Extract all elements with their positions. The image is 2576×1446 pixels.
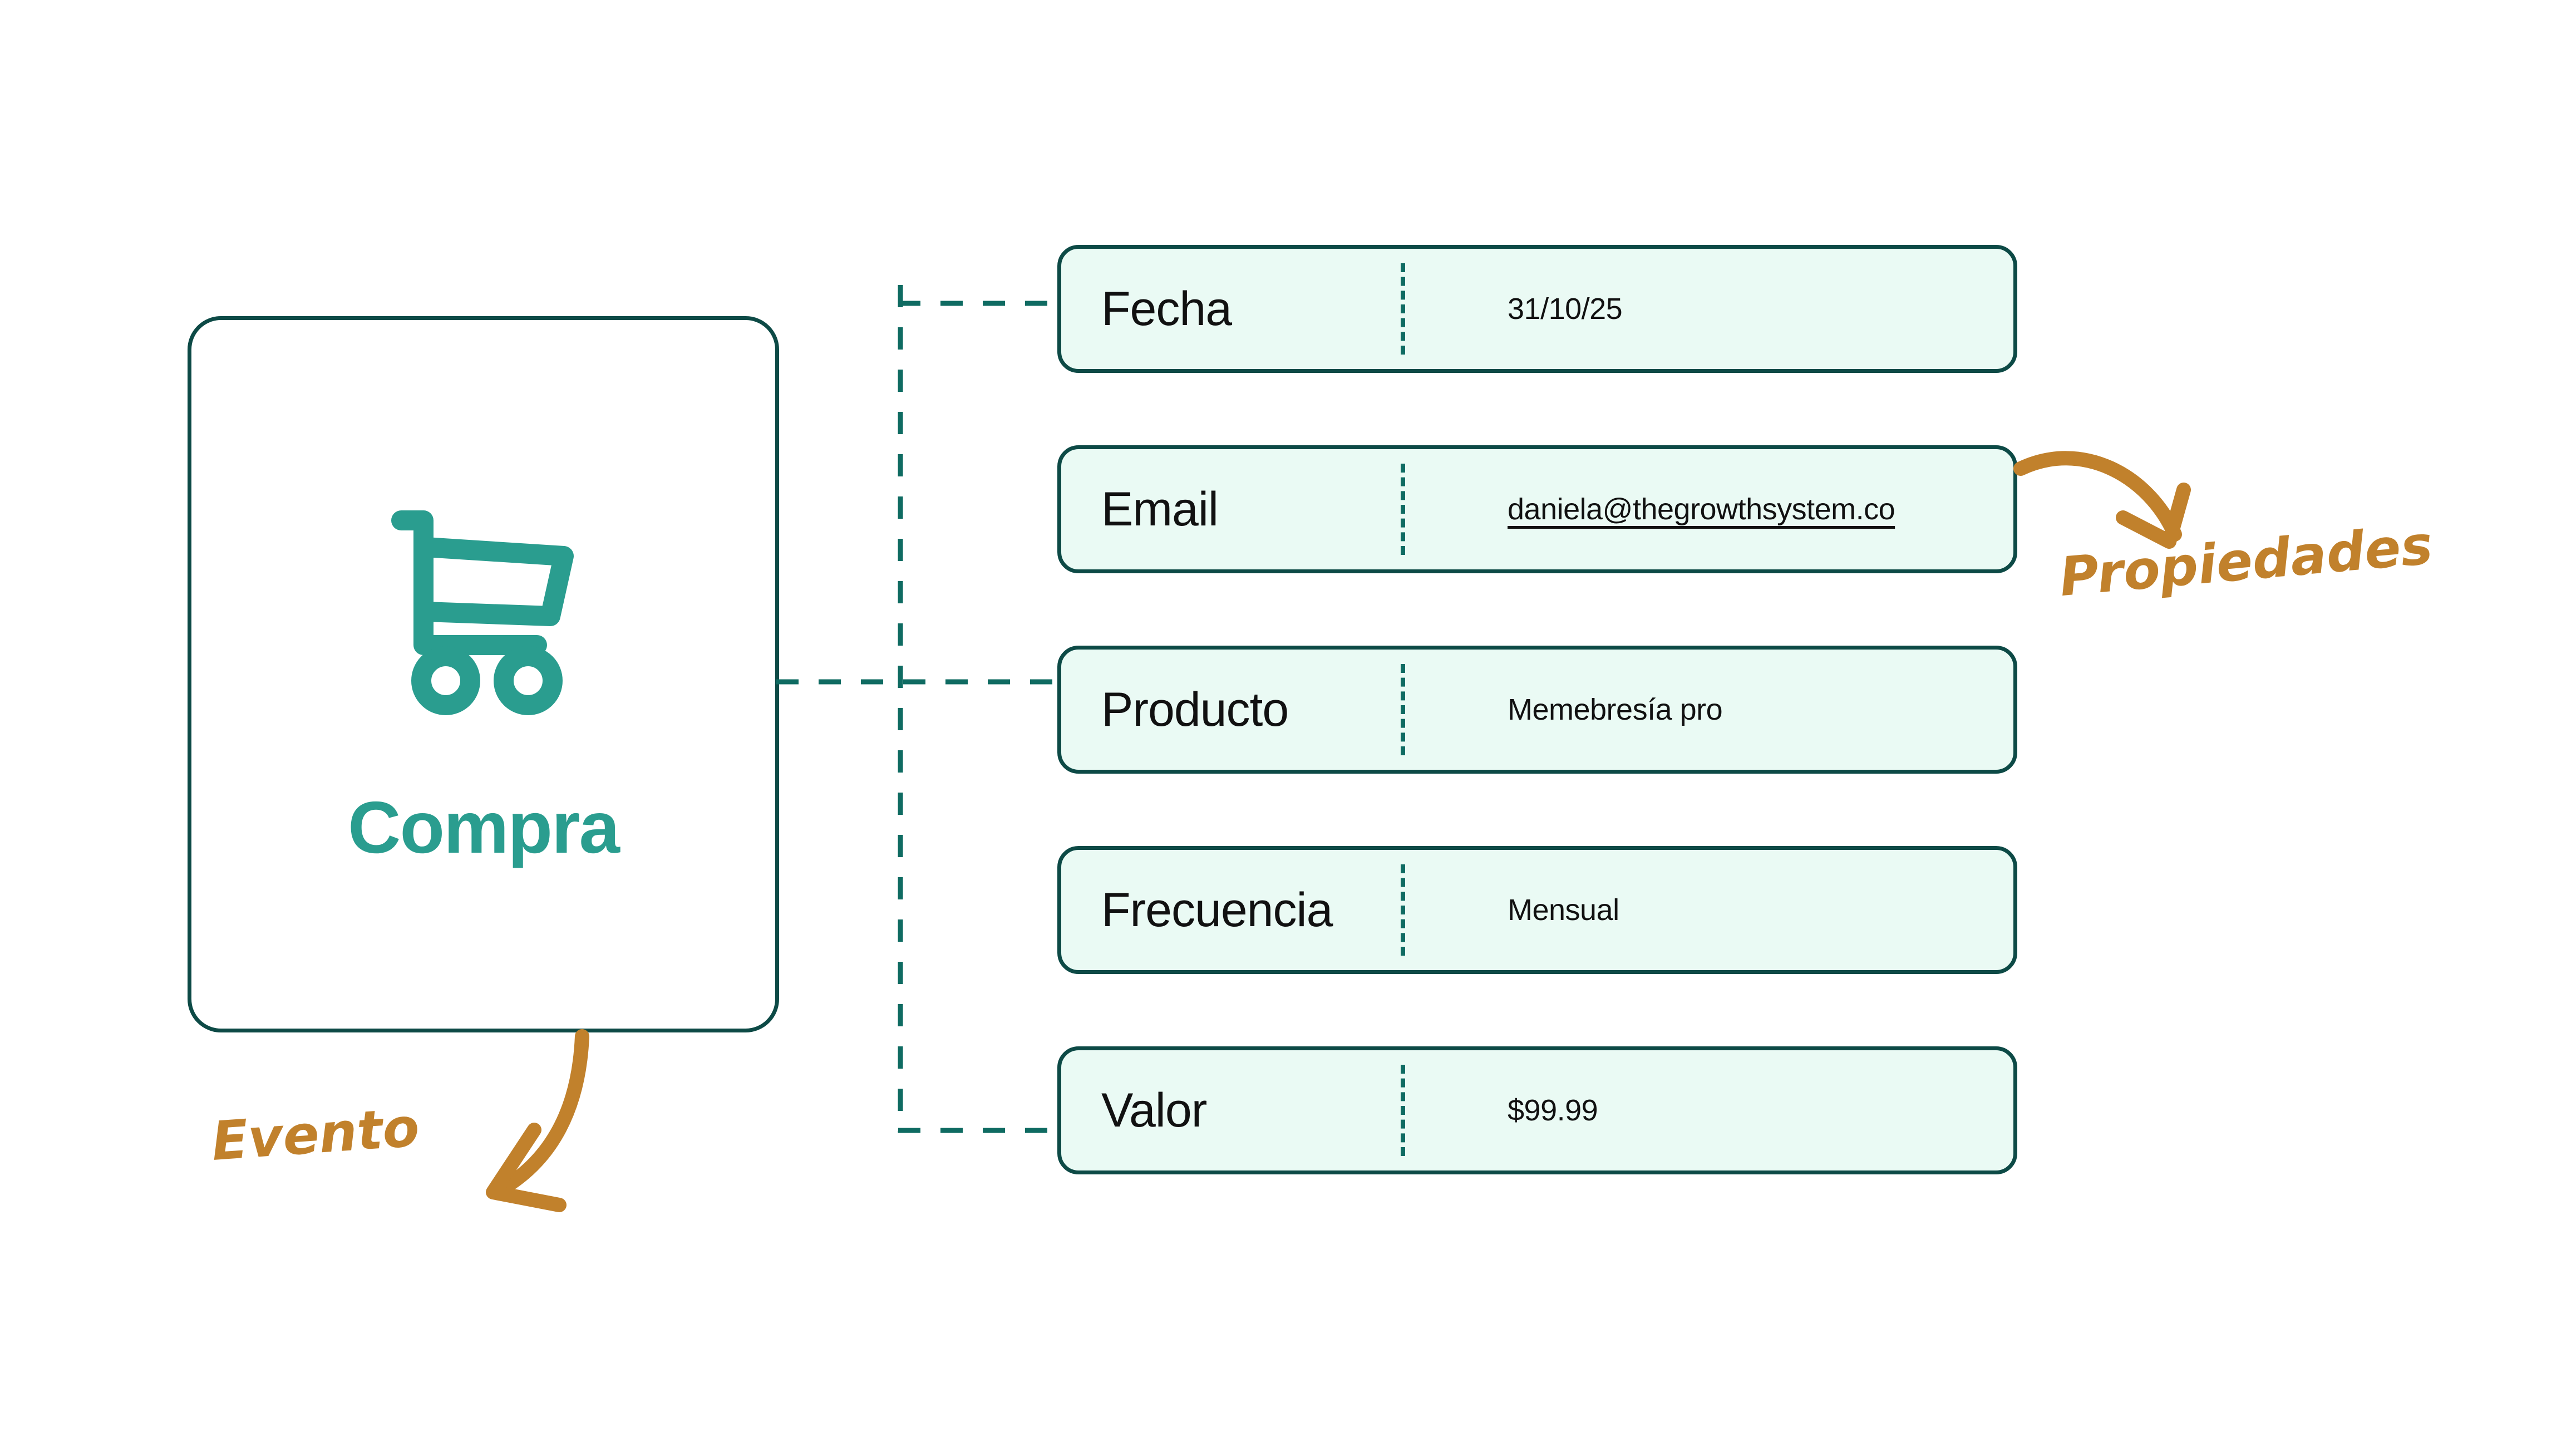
- property-divider: [1401, 1065, 1405, 1156]
- property-key: Frecuencia: [1101, 883, 1333, 937]
- property-row-producto[interactable]: Producto Memebresía pro: [1057, 646, 2017, 774]
- propiedades-arrow: [2013, 451, 2182, 542]
- property-row-valor[interactable]: Valor $99.99: [1057, 1046, 2017, 1174]
- evento-annotation-label: Evento: [209, 1096, 421, 1173]
- property-key: Email: [1101, 482, 1219, 536]
- property-list: Fecha 31/10/25 Email daniela@thegrowthsy…: [1057, 245, 2017, 1174]
- property-key: Producto: [1101, 682, 1289, 736]
- property-value[interactable]: daniela@thegrowthsystem.co: [1508, 493, 1895, 526]
- property-key: Fecha: [1101, 282, 1232, 336]
- property-divider: [1401, 263, 1405, 355]
- property-value: 31/10/25: [1508, 292, 1623, 326]
- propiedades-arrowhead: [2116, 483, 2191, 549]
- evento-arrowhead: [486, 1123, 567, 1212]
- property-value: Mensual: [1508, 893, 1619, 927]
- property-divider: [1401, 864, 1405, 956]
- event-card[interactable]: Compra: [188, 316, 779, 1032]
- shopping-cart-icon: [367, 496, 600, 719]
- property-key: Valor: [1101, 1083, 1207, 1137]
- event-card-label: Compra: [348, 786, 620, 868]
- property-divider: [1401, 464, 1405, 555]
- property-value: Memebresía pro: [1508, 693, 1723, 726]
- property-divider: [1401, 664, 1405, 755]
- propiedades-annotation-label: Propiedades: [2057, 513, 2435, 609]
- property-row-fecha[interactable]: Fecha 31/10/25: [1057, 245, 2017, 373]
- evento-arrow: [491, 1029, 589, 1198]
- property-value: $99.99: [1508, 1094, 1598, 1127]
- property-row-email[interactable]: Email daniela@thegrowthsystem.co: [1057, 445, 2017, 573]
- property-row-frecuencia[interactable]: Frecuencia Mensual: [1057, 846, 2017, 974]
